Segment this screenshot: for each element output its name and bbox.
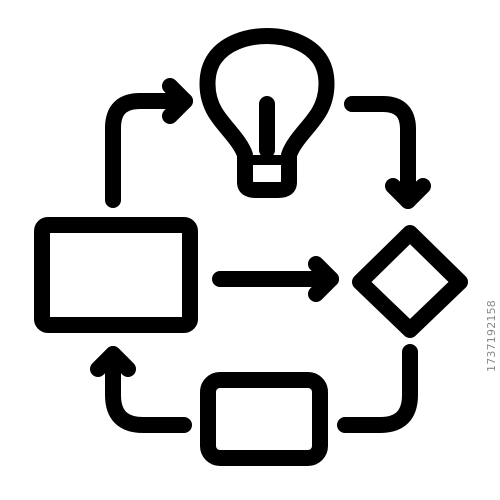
connector-decision-to-small-box [337,344,418,433]
arrow-box-to-decision [212,256,339,302]
arrow-to-decision [344,96,431,209]
lightbulb-glass [199,28,335,198]
arrow-to-large-box [90,346,192,433]
process-box-large [34,217,198,333]
lightbulb-icon [199,28,335,198]
arrow-to-bulb [105,78,193,208]
icon-strokes [34,28,468,466]
decision-diamond [352,225,468,338]
process-box-small [200,372,328,466]
stock-id-watermark: 1737192158 [485,300,498,372]
